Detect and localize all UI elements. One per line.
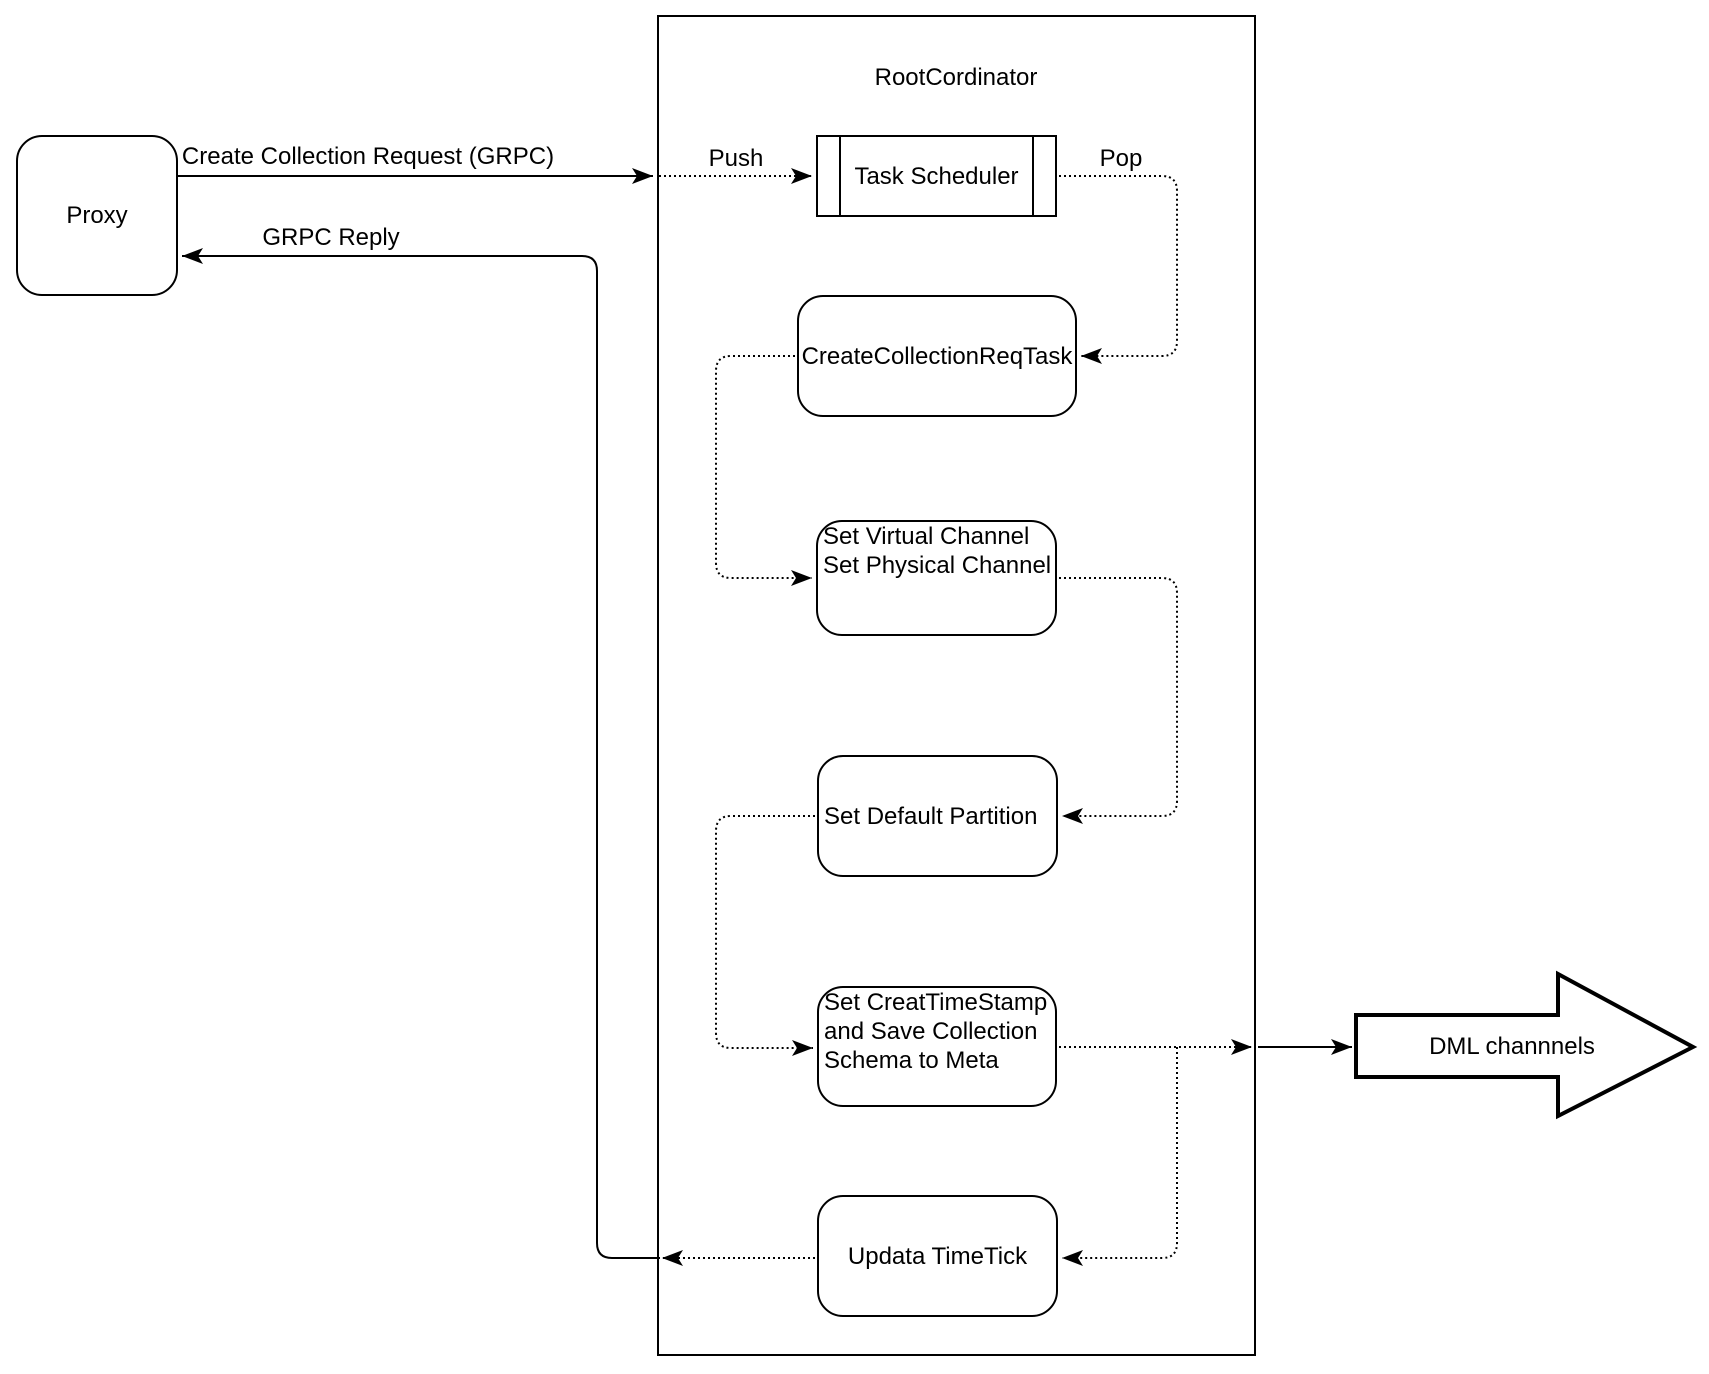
dml-channels-label: DML channnels xyxy=(1429,1033,1595,1060)
queue-divider-left-line xyxy=(839,137,841,215)
pop-label: Pop xyxy=(1099,145,1143,172)
task-scheduler-label: Task Scheduler xyxy=(854,162,1019,190)
edge-reqtask-to-setchannel-line xyxy=(715,355,812,586)
push-label: Push xyxy=(708,145,764,172)
edge-pop-line xyxy=(1059,175,1178,364)
proxy-node: Proxy xyxy=(16,135,178,296)
edge-timestamp-to-timetick-line xyxy=(1062,1047,1178,1266)
rootcoordinator-container xyxy=(657,15,1256,1356)
edge-reply-label: GRPC Reply xyxy=(262,224,400,251)
set-default-partition-label: Set Default Partition xyxy=(824,802,1038,830)
updata-timetick-label: Updata TimeTick xyxy=(847,1242,1028,1270)
task-scheduler-node: Task Scheduler xyxy=(816,135,1057,217)
edge-request-label: Create Collection Request (GRPC) xyxy=(181,143,555,170)
updata-timetick-node: Updata TimeTick xyxy=(817,1195,1058,1317)
edge-partition-to-timestamp-line xyxy=(715,815,815,1056)
set-physical-channel-line: Set Physical Channel xyxy=(823,552,1052,579)
edge-setchannel-to-partition-line xyxy=(1059,577,1178,824)
set-creat-timestamp-line3: Schema to Meta xyxy=(824,1047,999,1074)
set-virtual-channel-line: Set Virtual Channel xyxy=(823,523,1030,550)
set-creat-timestamp-line2: and Save Collection xyxy=(824,1018,1038,1045)
rootcoordinator-title: RootCordinator xyxy=(874,64,1038,91)
edge-reply-line xyxy=(182,248,660,1259)
create-collection-req-task-label: CreateCollectionReqTask xyxy=(801,342,1073,370)
set-creat-timestamp-node: Set CreatTimeStamp and Save Collection S… xyxy=(817,986,1057,1107)
set-channel-node: Set Virtual Channel Set Physical Channel xyxy=(816,520,1057,636)
dml-channels-arrow xyxy=(1354,970,1698,1120)
create-collection-req-task-node: CreateCollectionReqTask xyxy=(797,295,1077,417)
proxy-label: Proxy xyxy=(66,202,128,229)
set-default-partition-node: Set Default Partition xyxy=(817,755,1058,877)
set-creat-timestamp-line1: Set CreatTimeStamp xyxy=(824,989,1048,1016)
queue-divider-right-line xyxy=(1032,137,1034,215)
